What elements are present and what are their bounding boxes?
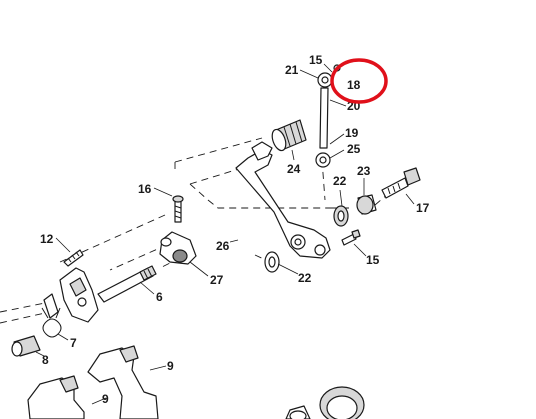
callout-8: 8	[42, 353, 49, 367]
callout-labels: 15 21 18 20 19 25 24 22 23 17 16 12 26 2…	[40, 53, 430, 406]
pinch-bolt	[172, 195, 184, 223]
callout-25: 25	[347, 142, 361, 156]
leader-lines	[35, 63, 415, 405]
screw-lower	[341, 229, 361, 246]
bolt	[381, 167, 421, 199]
spring-pin	[63, 249, 84, 267]
shift-drum-parts	[285, 386, 365, 419]
callout-23: 23	[357, 164, 371, 178]
callout-16: 16	[138, 182, 152, 196]
callout-19: 19	[345, 126, 359, 140]
callout-15-upper: 15	[309, 53, 323, 67]
callout-21: 21	[285, 63, 299, 77]
callout-26: 26	[216, 239, 230, 253]
callout-27: 27	[210, 273, 224, 287]
washer-lower	[264, 251, 280, 273]
shift-mechanism	[43, 267, 99, 323]
callout-24: 24	[287, 162, 301, 176]
alignment-guides	[0, 137, 396, 324]
callout-17: 17	[416, 201, 430, 215]
callout-6: 6	[156, 290, 163, 304]
callout-22-lower: 22	[298, 271, 312, 285]
callout-12: 12	[40, 232, 54, 246]
callout-22-upper: 22	[333, 174, 347, 188]
shift-shaft	[97, 265, 157, 303]
spacer	[356, 194, 377, 215]
shift-fork-left	[27, 375, 85, 419]
bushing-upper	[333, 205, 349, 227]
highlight-circle	[330, 58, 388, 104]
shift-peg-rubber	[271, 119, 307, 152]
shift-lever	[235, 141, 331, 259]
shift-rod-assembly	[315, 64, 341, 168]
shaft-bushing	[11, 335, 41, 357]
callout-7: 7	[70, 336, 77, 350]
callout-9-right: 9	[167, 359, 174, 373]
shift-fork-right	[87, 345, 159, 419]
callout-18: 18	[347, 78, 361, 92]
callout-15-lower: 15	[366, 253, 380, 267]
lever-clamp	[159, 231, 197, 265]
callout-9-left: 9	[102, 392, 109, 406]
